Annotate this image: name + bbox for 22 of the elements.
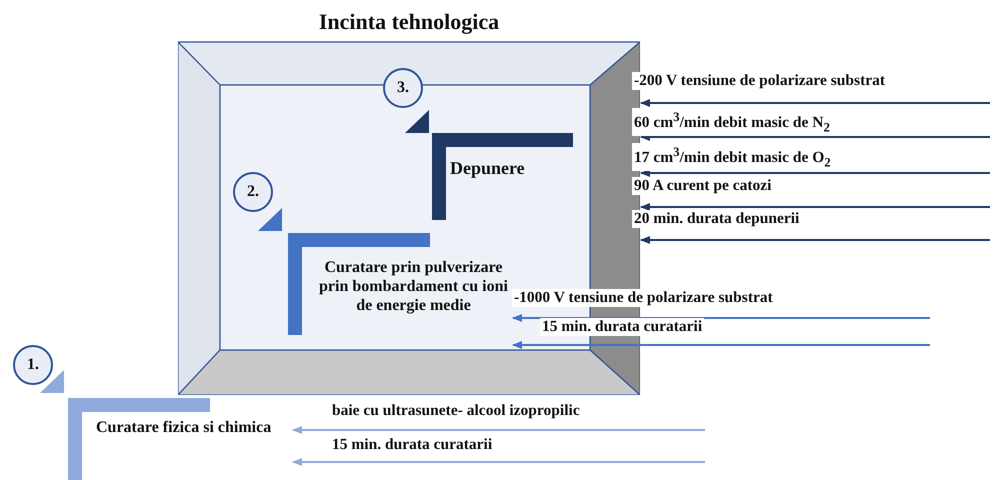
edge-label: 15 min. durata curatarii [540, 318, 704, 336]
step-label: Curatare prin pulverizare prin bombardament cu ioni de energie medie [315, 258, 512, 354]
arrow [292, 458, 705, 466]
edge-label: 20 min. durata depunerii [632, 210, 802, 228]
arrow [640, 236, 990, 244]
step-label: Depunere [450, 158, 562, 184]
step-label: Curatare fizica si chimica [96, 418, 292, 470]
arrow [512, 341, 930, 349]
step-number: 1. [13, 345, 53, 385]
edge-label: 17 cm$^{3}$/min debit masic de O$_{2}$ [632, 143, 833, 172]
edge-label: 90 A curent pe catozi [632, 177, 774, 195]
arrow [292, 426, 705, 434]
edge-label: baie cu ultrasunete- alcool izopropilic [330, 402, 582, 420]
arrow [512, 314, 930, 322]
arrow [640, 203, 990, 211]
edge-label: 60 cm$^{3}$/min debit masic de N$_{2}$ [632, 108, 832, 136]
chamber-title: Incinta tehnologica [318, 8, 500, 36]
edge-label: -200 V tensiune de polarizare substrat [632, 72, 888, 90]
arrow [640, 169, 990, 177]
arrow [640, 133, 990, 141]
edge-label: -1000 V tensiune de polarizare substrat [512, 289, 775, 307]
arrow [640, 99, 990, 107]
